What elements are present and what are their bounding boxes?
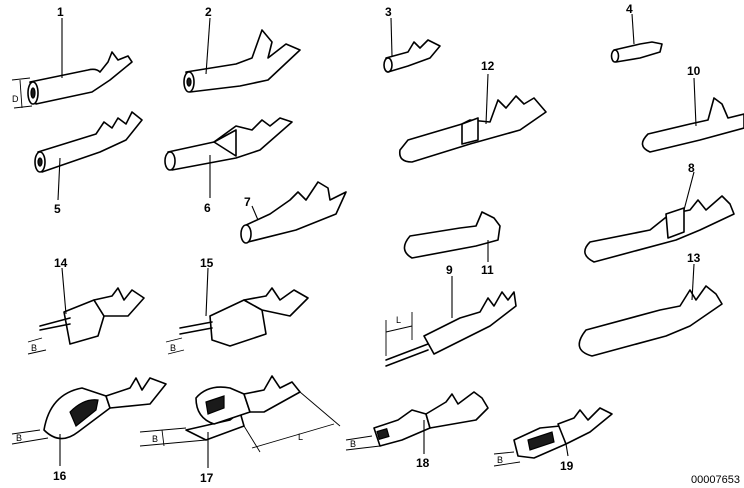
- callout-17: 17: [200, 471, 214, 485]
- part-14: B 14: [27, 256, 145, 355]
- callout-13: 13: [687, 251, 701, 265]
- callout-12: 12: [481, 59, 495, 73]
- dimension-b-label-18: B: [350, 439, 356, 449]
- dimension-b-label-14: B: [31, 343, 37, 353]
- callout-4: 4: [626, 2, 633, 16]
- dimension-d-label: D: [12, 94, 19, 104]
- part-16: B 16: [11, 377, 167, 483]
- part-2: 2: [183, 5, 301, 93]
- part-3: 3: [383, 5, 441, 73]
- dimension-b-label-19: B: [497, 455, 503, 465]
- callout-6: 6: [204, 201, 211, 215]
- part-5: 5: [34, 111, 143, 216]
- part-15: B 15: [165, 256, 309, 355]
- part-12: 12: [398, 59, 547, 163]
- callout-19: 19: [560, 459, 574, 473]
- callout-3: 3: [385, 5, 392, 19]
- callout-14: 14: [54, 256, 68, 270]
- part-18: B 18: [345, 391, 489, 470]
- callout-11: 11: [481, 263, 494, 277]
- dimension-l-label-9: L: [396, 315, 401, 325]
- callout-16: 16: [53, 469, 67, 483]
- callout-2: 2: [205, 5, 212, 19]
- callout-10: 10: [687, 64, 701, 78]
- callout-9: 9: [446, 263, 453, 277]
- callout-7: 7: [244, 195, 251, 209]
- part-7: 7: [240, 181, 347, 244]
- part-9: L 9: [385, 263, 517, 367]
- part-8: 8: [584, 161, 735, 263]
- callout-1: 1: [57, 5, 64, 19]
- part-13: 13: [578, 251, 723, 357]
- dimension-b-label-15: B: [170, 343, 176, 353]
- reference-number: 00007653: [691, 474, 740, 486]
- part-10: 10: [641, 64, 744, 153]
- dimension-b-label-17: B: [152, 434, 158, 444]
- part-6: 6: [164, 117, 293, 215]
- callout-18: 18: [416, 456, 430, 470]
- callout-15: 15: [200, 256, 214, 270]
- part-11: 11: [403, 211, 501, 277]
- part-1: D 1: [11, 5, 133, 109]
- part-4: 4: [610, 2, 663, 63]
- dimension-b-label-16: B: [16, 433, 22, 443]
- dimension-l-label-17: L: [298, 432, 303, 442]
- part-19: B 19: [493, 407, 613, 473]
- part-17: B L 17: [139, 375, 341, 485]
- callout-5: 5: [54, 202, 61, 216]
- callout-8: 8: [688, 161, 695, 175]
